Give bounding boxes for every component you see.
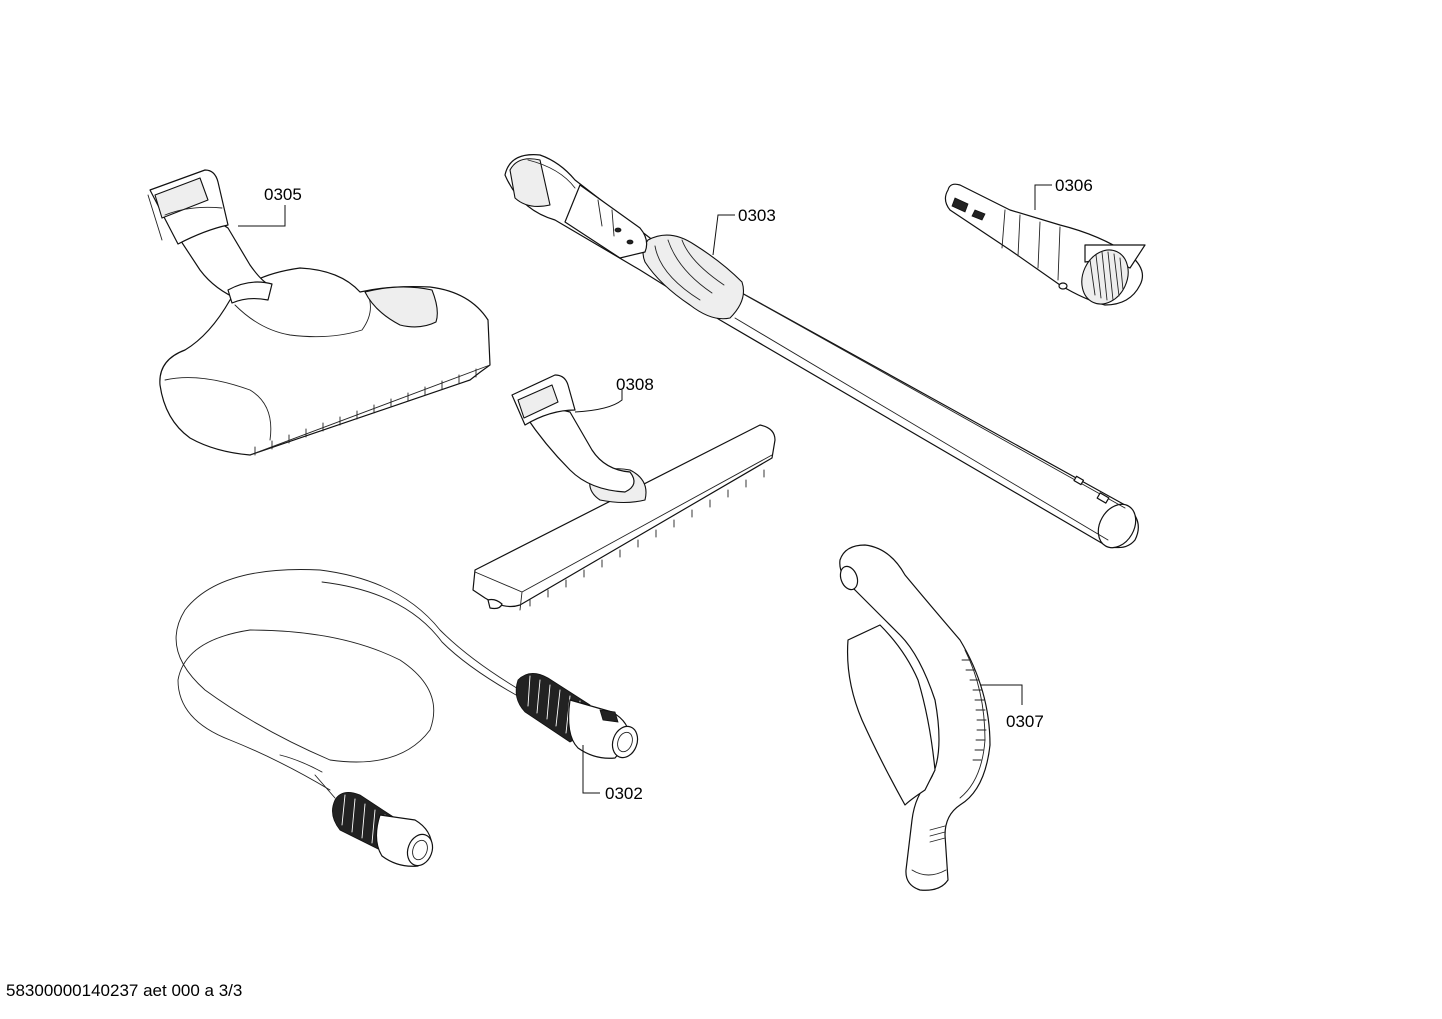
label-0307: 0307 (1006, 712, 1044, 731)
label-0306: 0306 (1055, 176, 1093, 195)
part-0308-parquet-brush (472, 374, 776, 611)
leader-0307 (980, 684, 1023, 705)
document-footer: 58300000140237 aet 000 a 3/3 (6, 981, 243, 1000)
part-0306-upholstery-nozzle (944, 183, 1146, 306)
leader-0302 (582, 745, 600, 794)
leader-0308 (574, 390, 623, 413)
label-0305: 0305 (264, 185, 302, 204)
part-0305-floor-brush (147, 169, 491, 456)
part-0303-telescopic-tube (504, 154, 1139, 549)
part-0307-hose-handle (839, 544, 991, 891)
leader-0303 (712, 214, 735, 256)
part-0302-suction-hose (175, 569, 639, 867)
label-0303: 0303 (738, 206, 776, 225)
leader-0306 (1034, 184, 1052, 210)
label-0308: 0308 (616, 375, 654, 394)
label-0302: 0302 (605, 784, 643, 803)
leader-0305 (238, 205, 286, 227)
